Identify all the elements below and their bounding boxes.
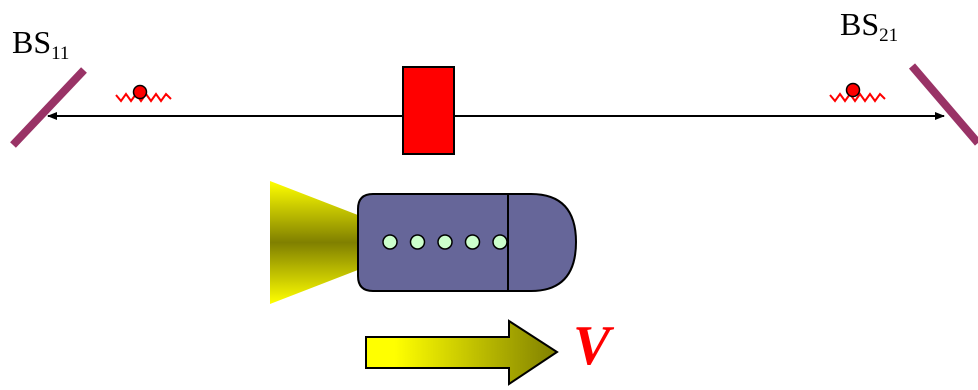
bs21-label-sub: 21	[879, 25, 899, 46]
photon-wave-right	[829, 92, 886, 103]
rocket-window	[492, 234, 508, 250]
mirror-bs21	[908, 63, 978, 146]
photon-dot-right	[845, 82, 861, 98]
rocket	[270, 181, 578, 304]
photon-left	[115, 84, 172, 103]
bs11-label-main: BS	[12, 24, 52, 60]
photon-right	[829, 82, 886, 103]
photon-dot-left	[132, 84, 148, 100]
bs11-label-sub: 11	[51, 43, 70, 64]
bs21-label-main: BS	[840, 6, 880, 42]
bs11-label: BS11	[12, 24, 69, 63]
rocket-window	[464, 234, 481, 250]
velocity-arrow	[365, 319, 559, 386]
rocket-flame	[270, 181, 363, 304]
mirror-bs11	[10, 67, 87, 148]
red-block	[402, 66, 455, 155]
rocket-window	[437, 234, 453, 250]
bs21-label: BS21	[840, 6, 898, 45]
rocket-window	[382, 234, 398, 250]
velocity-label: V	[573, 315, 611, 377]
rocket-windows	[382, 234, 508, 250]
rocket-window	[409, 234, 426, 250]
